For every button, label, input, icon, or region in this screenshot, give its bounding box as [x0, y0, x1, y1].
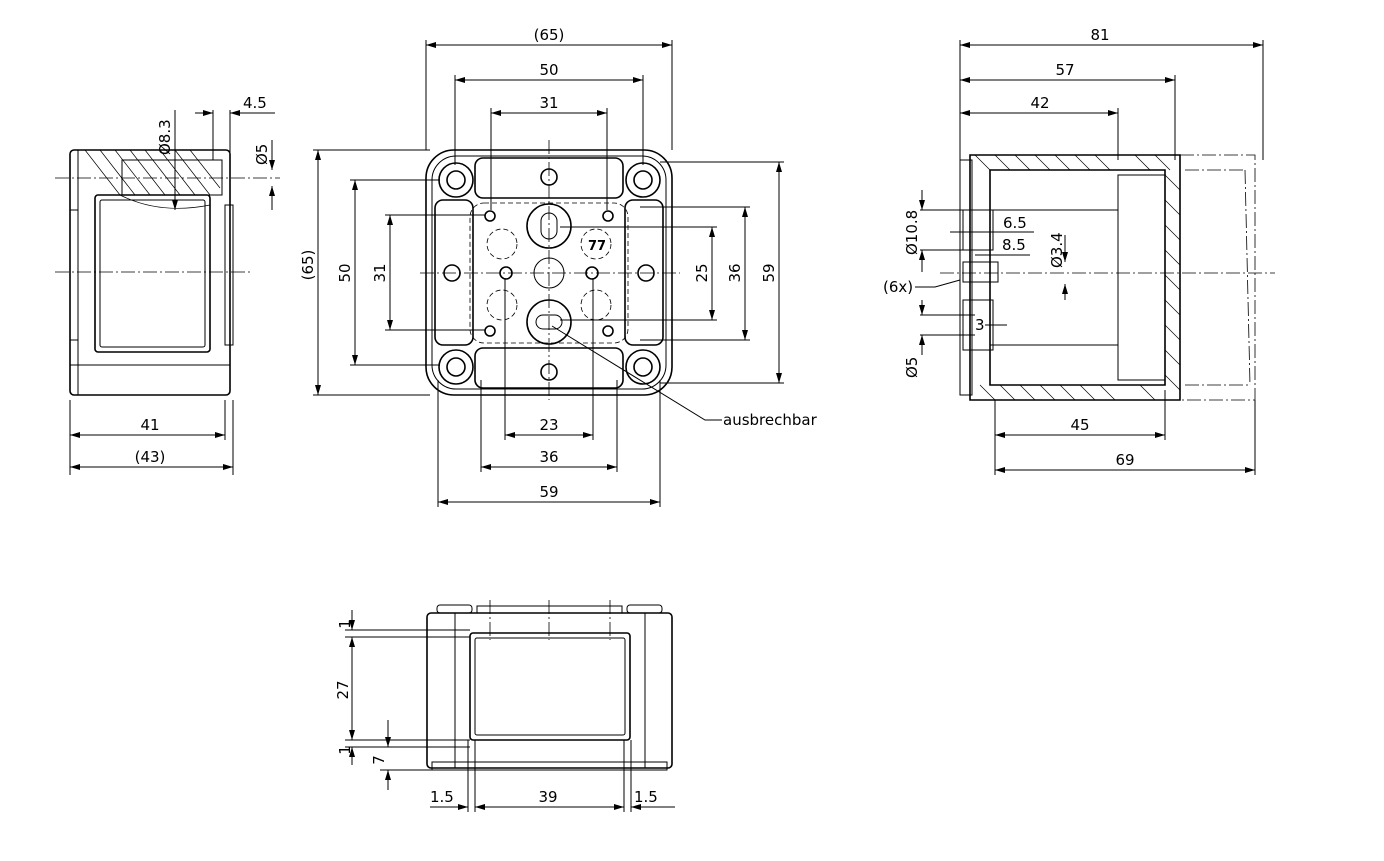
dim-right-59: 59	[760, 263, 778, 282]
dim-7: 7	[370, 755, 388, 765]
dim-1-bottom: 1	[336, 745, 354, 755]
dim-39: 39	[538, 788, 557, 806]
left-side-view: 41 (43) 4.5 Ø8.3 Ø5	[55, 94, 280, 475]
dim-bottom-59: 59	[539, 483, 558, 501]
dim-45: 45	[1070, 416, 1089, 434]
dim-bottom-36: 36	[539, 448, 558, 466]
corner-screw-holes	[438, 162, 661, 385]
dim-1-top: 1	[336, 619, 354, 629]
dim-dia-8-3: Ø8.3	[156, 119, 174, 155]
front-view: 1 27 1 7 1.5 39 1.5	[334, 600, 675, 812]
mark-77: 77	[588, 239, 606, 254]
dim-right-25: 25	[693, 263, 711, 282]
dim-top-31: 31	[539, 94, 558, 112]
dim-43: (43)	[135, 448, 166, 466]
section-view: 81 57 42 45 69 Ø10.8 6.5 8.5 Ø3.4 (6x) Ø…	[883, 26, 1275, 475]
count-6x: (6x)	[883, 278, 913, 296]
dim-top-50: 50	[539, 61, 558, 79]
knockout-label: ausbrechbar	[723, 411, 818, 429]
dim-1-5-left: 1.5	[430, 788, 454, 806]
dim-top-65: (65)	[534, 26, 565, 44]
dim-dia-5-right: Ø5	[903, 357, 921, 378]
dim-27: 27	[334, 680, 352, 699]
dim-left-65: (65)	[299, 250, 317, 281]
dim-8-5: 8.5	[1002, 236, 1026, 254]
dim-right-36: 36	[726, 263, 744, 282]
dim-dia-3-4: Ø3.4	[1048, 232, 1066, 268]
dim-4-5: 4.5	[243, 94, 267, 112]
top-view: 77 (65) 50 31 (65) 50 31 25 36 59	[299, 26, 818, 507]
dim-57: 57	[1055, 61, 1074, 79]
dim-left-50: 50	[336, 263, 354, 282]
dim-81: 81	[1090, 26, 1109, 44]
dim-left-31: 31	[371, 263, 389, 282]
dim-bottom-23: 23	[539, 416, 558, 434]
dim-69: 69	[1115, 451, 1134, 469]
dim-3: 3	[975, 316, 985, 334]
dim-41: 41	[140, 416, 159, 434]
dim-dia-5: Ø5	[253, 144, 271, 165]
dim-42: 42	[1030, 94, 1049, 112]
dim-dia-10-8: Ø10.8	[903, 210, 921, 255]
dim-1-5-right: 1.5	[634, 788, 658, 806]
dim-6-5: 6.5	[1003, 214, 1027, 232]
